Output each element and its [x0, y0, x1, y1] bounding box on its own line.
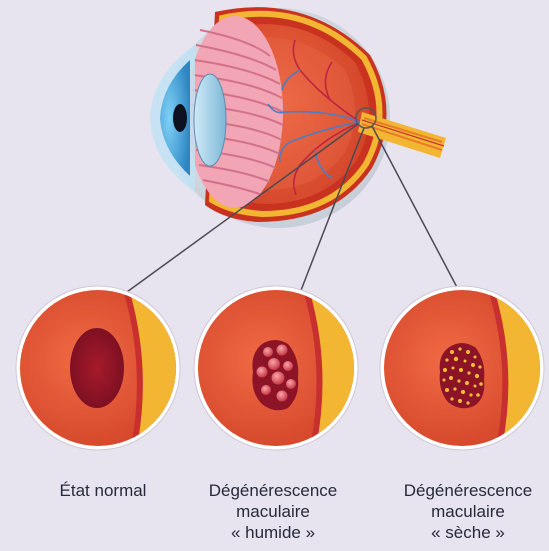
caption-normal: État normal	[23, 480, 183, 501]
caption-wet-line-3: « humide »	[193, 522, 353, 543]
caption-normal-line-1: État normal	[23, 480, 183, 501]
caption-dry-amd: Dégénérescence maculaire « sèche »	[388, 480, 548, 543]
caption-dry-line-1: Dégénérescence	[388, 480, 548, 501]
panel-normal	[16, 286, 200, 452]
normal-macula	[70, 328, 124, 408]
caption-wet-line-2: maculaire	[193, 501, 353, 522]
caption-dry-line-2: maculaire	[388, 501, 548, 522]
caption-dry-line-3: « sèche »	[388, 522, 548, 543]
panel-dry-amd	[380, 286, 549, 452]
panel-wet-amd	[194, 286, 380, 452]
crystalline-lens	[194, 74, 226, 166]
cornea	[150, 45, 195, 192]
caption-wet-amd: Dégénérescence maculaire « humide »	[193, 480, 353, 543]
caption-wet-line-1: Dégénérescence	[193, 480, 353, 501]
